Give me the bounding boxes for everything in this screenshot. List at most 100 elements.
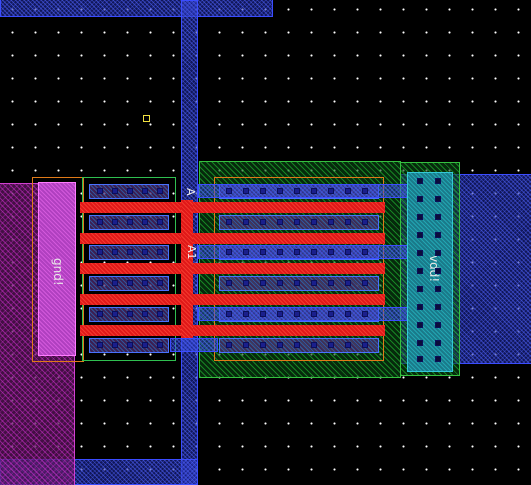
pmos-contact (226, 342, 232, 348)
vdd-tap-contact (417, 304, 423, 310)
nmos-contact (97, 219, 103, 225)
nmos-contact (157, 188, 163, 194)
nmos-contact (112, 342, 118, 348)
vdd-tap-contact (435, 304, 441, 310)
nmos-contact (157, 249, 163, 255)
nmos-contact (157, 311, 163, 317)
metal1-strap-3[interactable] (198, 307, 408, 321)
nmos-contact (127, 188, 133, 194)
poly-finger-2[interactable] (80, 233, 385, 244)
pmos-contact (345, 280, 351, 286)
pmos-contact (226, 311, 232, 317)
pmos-contact (294, 311, 300, 317)
pmos-contact (328, 311, 334, 317)
pmos-contact (294, 249, 300, 255)
nmos-contact (97, 249, 103, 255)
pmos-contact (226, 219, 232, 225)
vdd-tap-contact (417, 286, 423, 292)
pmos-contact (226, 249, 232, 255)
pmos-contact (328, 219, 334, 225)
metal1-top-strip[interactable] (0, 0, 273, 17)
pmos-contact (277, 219, 283, 225)
nmos-contact (127, 311, 133, 317)
input-a1-label: A1 (185, 245, 198, 260)
pmos-contact (294, 280, 300, 286)
nmos-contact (112, 280, 118, 286)
vdd-tap-contact (417, 250, 423, 256)
pmos-contact (311, 311, 317, 317)
nmos-contact (112, 188, 118, 194)
nmos-contact (97, 311, 103, 317)
nmos-contact (142, 219, 148, 225)
pmos-contact (345, 249, 351, 255)
nmos-contact (112, 219, 118, 225)
vdd-tap-contact (435, 250, 441, 256)
pmos-contact (345, 311, 351, 317)
vdd-tap-contact (435, 232, 441, 238)
vdd-pin[interactable] (407, 172, 453, 372)
vdd-tap-contact (417, 178, 423, 184)
pmos-contact (260, 249, 266, 255)
nmos-contact (127, 342, 133, 348)
poly-spine[interactable] (181, 200, 193, 338)
nmos-contact (142, 280, 148, 286)
pmos-contact (260, 280, 266, 286)
nmos-contact (157, 342, 163, 348)
nmos-contact (127, 249, 133, 255)
vdd-tap-contact (417, 340, 423, 346)
pmos-contact (277, 188, 283, 194)
vdd-tap-contact (435, 268, 441, 274)
vdd-tap-contact (417, 268, 423, 274)
pmos-contact (226, 280, 232, 286)
pmos-contact (345, 219, 351, 225)
nmos-contact (127, 219, 133, 225)
pmos-contact (345, 342, 351, 348)
pmos-contact (277, 311, 283, 317)
vdd-tap-contact (417, 232, 423, 238)
pmos-contact (328, 280, 334, 286)
pmos-contact (362, 188, 368, 194)
nmos-contact (142, 249, 148, 255)
vdd-tap-contact (435, 286, 441, 292)
poly-finger-3[interactable] (80, 263, 385, 274)
nmos-contact (142, 188, 148, 194)
pmos-contact (311, 219, 317, 225)
metal1-strap-1[interactable] (198, 184, 408, 198)
pmos-contact (311, 342, 317, 348)
pmos-contact (362, 219, 368, 225)
nmos-contact (157, 219, 163, 225)
pmos-contact (328, 249, 334, 255)
poly-finger-1[interactable] (80, 202, 385, 213)
nmos-contact (127, 280, 133, 286)
pmos-contact (243, 219, 249, 225)
pmos-contact (362, 342, 368, 348)
metal1-strap-2[interactable] (198, 245, 408, 259)
pmos-contact (243, 280, 249, 286)
poly-finger-4[interactable] (80, 294, 385, 305)
gnd-pin[interactable] (38, 182, 76, 356)
pmos-contact (362, 249, 368, 255)
metal1-strap-4[interactable] (170, 338, 218, 352)
nmos-contact (142, 342, 148, 348)
pmos-contact (260, 311, 266, 317)
pmos-contact (362, 311, 368, 317)
gnd-pin-label: gnd! (51, 258, 65, 286)
nmos-contact (97, 280, 103, 286)
pmos-contact (260, 188, 266, 194)
input-a-label: A (184, 188, 197, 196)
nmos-contact (112, 311, 118, 317)
vdd-tap-contact (435, 178, 441, 184)
pmos-contact (294, 219, 300, 225)
selection-marker[interactable] (143, 115, 150, 122)
pmos-contact (294, 342, 300, 348)
pmos-contact (311, 249, 317, 255)
pmos-contact (260, 342, 266, 348)
pmos-contact (243, 249, 249, 255)
poly-finger-5[interactable] (80, 325, 385, 336)
pmos-contact (243, 342, 249, 348)
vdd-tap-contact (417, 214, 423, 220)
nmos-contact (97, 342, 103, 348)
pmos-contact (328, 188, 334, 194)
vdd-tap-contact (417, 356, 423, 362)
